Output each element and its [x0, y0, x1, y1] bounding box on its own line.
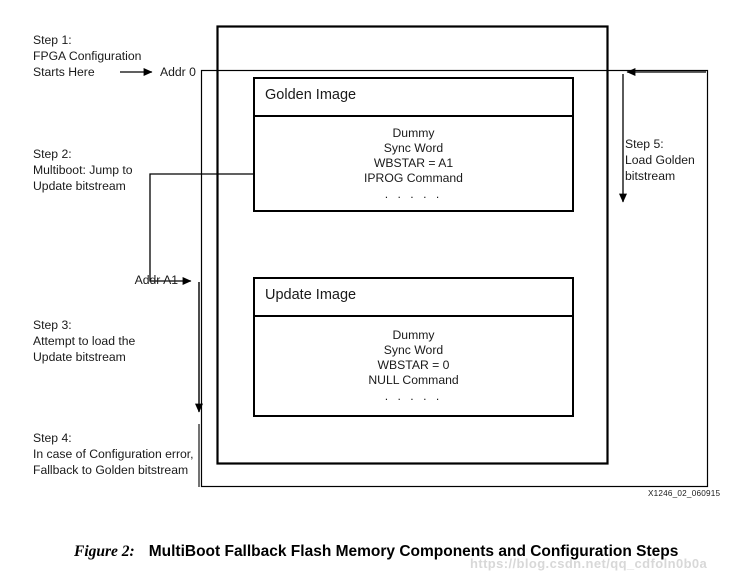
figure-caption: Figure 2: MultiBoot Fallback Flash Memory… — [74, 543, 734, 561]
update-line-sync-word: Sync Word — [383, 343, 444, 357]
update-line-wbstar: WBSTAR = 0 — [377, 358, 450, 372]
golden-line-sync-word: Sync Word — [383, 140, 444, 155]
step2-label: Step 2: Multiboot: Jump to Update bitstr… — [33, 147, 133, 193]
step3-label: Step 3: Attempt to load the Update bitst… — [33, 318, 136, 364]
update-image-contents: Dummy Sync Word WBSTAR = 0 NULL Command … — [255, 317, 572, 415]
watermark-text: https://blog.csdn.net/qq_cdfoln0b0a — [470, 556, 708, 571]
golden-image-contents: Dummy Sync Word WBSTAR = A1 IPROG Comman… — [255, 117, 572, 210]
golden-line-dummy: Dummy — [392, 125, 435, 140]
step5-label: Step 5: Load Golden bitstream — [625, 137, 695, 183]
step1-label: Step 1: FPGA Configuration Starts Here — [33, 33, 142, 79]
update-image-header: Update Image — [255, 279, 572, 317]
update-line-null-command: NULL Command — [368, 373, 459, 387]
figure-id-code: X1246_02_060915 — [648, 489, 721, 498]
figure-title: MultiBoot Fallback Flash Memory Componen… — [148, 543, 679, 560]
update-image-box: Update Image Dummy Sync Word WBSTAR = 0 … — [253, 277, 574, 417]
update-image-title: Update Image — [265, 287, 357, 303]
update-line-dummy: Dummy — [392, 328, 435, 342]
golden-image-box: Golden Image Dummy Sync Word WBSTAR = A1… — [253, 77, 574, 212]
golden-image-title: Golden Image — [265, 87, 357, 103]
golden-line-ellipsis: . . . . . — [384, 186, 443, 201]
golden-line-iprog-command: IPROG Command — [364, 170, 463, 185]
step4-label: Step 4: In case of Configuration error, … — [33, 431, 194, 477]
golden-image-header: Golden Image — [255, 79, 572, 117]
address-label-addr0: Addr 0 — [160, 65, 196, 79]
update-line-ellipsis: . . . . . — [384, 389, 443, 403]
golden-line-wbstar: WBSTAR = A1 — [373, 155, 454, 170]
figure-number: Figure 2: — [74, 543, 135, 560]
address-label-addr-a1: Addr A1 — [134, 273, 178, 287]
